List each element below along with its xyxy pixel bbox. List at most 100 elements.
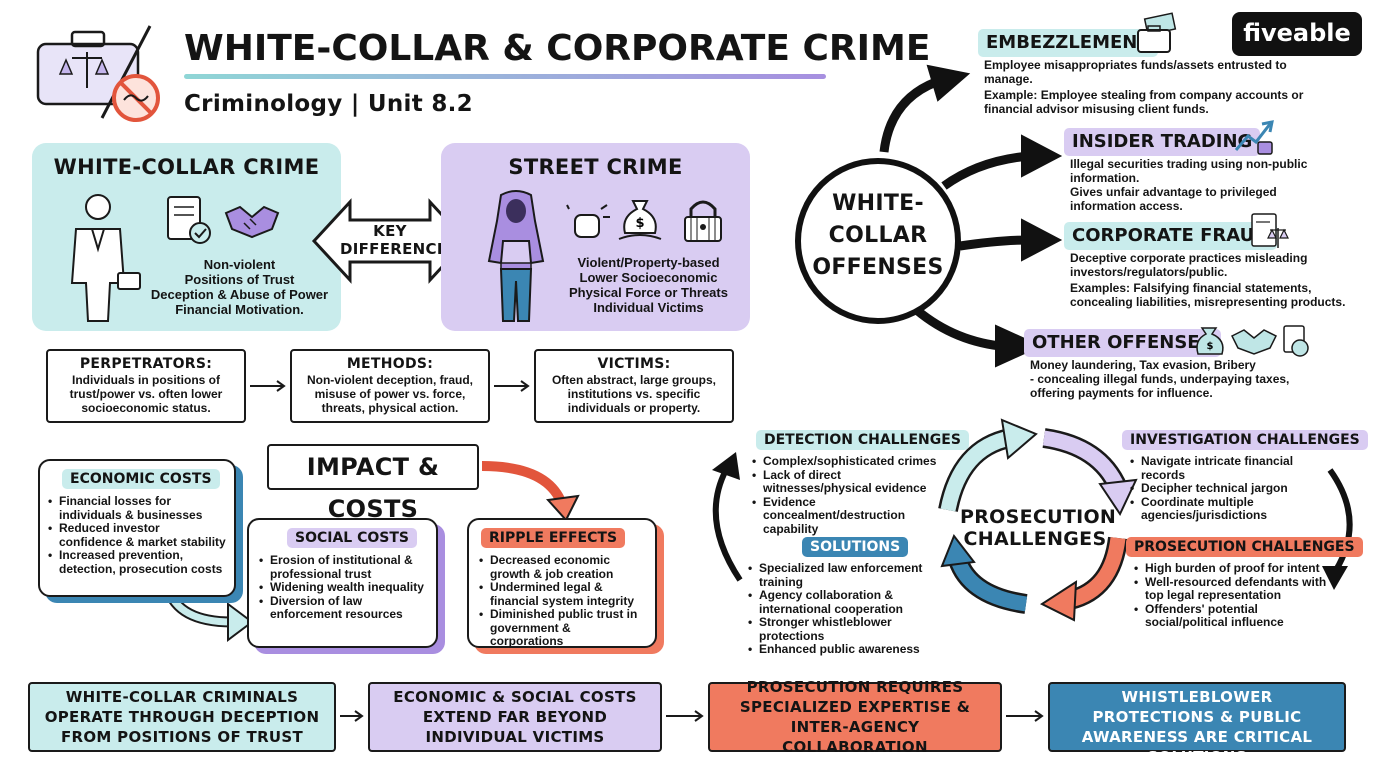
list-item: Stronger whistleblower protections [748,615,958,643]
social-costs-box: SOCIAL COSTS Erosion of institutional & … [247,518,438,648]
list-item: Diminished public trust in government & … [479,607,645,649]
document-check-icon [167,196,211,244]
title-underline [184,74,826,79]
key-differences-label: KEY DIFFERENCES [340,222,459,258]
padlock-icon [684,200,722,242]
economic-costs-title: ECONOMIC COSTS [62,469,220,489]
ripple-effects-box: RIPPLE EFFECTS Decreased economic growth… [467,518,657,648]
list-item: Complex/sophisticated crimes [752,454,952,469]
perpetrators-title: PERPETRATORS: [79,356,213,372]
social-costs-title: SOCIAL COSTS [287,528,417,548]
trending-chart-lock-icon [1234,120,1274,155]
trait: Individual Victims [593,300,704,315]
embezzlement-text: Example: Employee stealing from company … [984,88,1304,116]
money-bag-icon: $ [618,200,662,240]
trait: Non-violent [203,257,276,272]
victims-text: Often abstract, large groups, institutio… [551,373,717,415]
methods-text: Non-violent deception, fraud, misuse of … [306,373,473,415]
trait: Violent/Property-based [577,255,720,270]
list-item: High burden of proof for intent [1134,561,1334,576]
investigation-list: Navigate intricate financial records Dec… [1130,454,1340,523]
handshake-icon [224,205,280,239]
prosecution-challenges-list: High burden of proof for intent Well-res… [1134,561,1334,630]
other-offenses-text: - concealing illegal funds, underpaying … [1030,372,1290,400]
businessman-icon [70,194,141,322]
detection-title: DETECTION CHALLENGES [756,430,969,450]
list-item: Agency collaboration & international coo… [748,588,958,616]
corporate-fraud-text: Deceptive corporate practices misleading… [1070,251,1308,279]
list-item: Well-resourced defendants with top legal… [1134,575,1334,603]
victims-title: VICTIMS: [597,356,671,372]
solutions-list: Specialized law enforcement training Age… [748,561,958,657]
list-item: Increased prevention, detection, prosecu… [48,548,226,576]
methods-box: METHODS: Non-violent deception, fraud, m… [290,349,490,423]
trait: Positions of Trust [184,272,295,287]
page-subtitle: Criminology | Unit 8.2 [184,91,473,117]
white-collar-traits: Non-violent Positions of Trust Deception… [142,257,337,317]
detection-list: Complex/sophisticated crimes Lack of dir… [752,454,952,537]
trait: Lower Socioeconomic [579,270,718,285]
corporate-fraud-title: CORPORATE FRAUD [1064,222,1278,250]
white-collar-title: WHITE-COLLAR CRIME [53,155,320,179]
investigation-title: INVESTIGATION CHALLENGES [1122,430,1368,450]
perpetrators-text: Individuals in positions of trust/power … [69,373,223,415]
prosecution-challenges-title: PROSECUTION CHALLENGES [1126,537,1363,557]
economic-costs-box: ECONOMIC COSTS Financial losses for indi… [38,459,236,597]
trait: Financial Motivation. [175,302,304,317]
street-crime-title: STREET CRIME [508,155,683,179]
list-item: Undermined legal & financial system inte… [479,580,645,608]
summary-text: STRENGTHENING WHISTLEBLOWER PROTECTIONS … [1081,668,1313,766]
list-item: Decipher technical jargon [1130,481,1340,496]
list-item: Reduced investor confidence & market sta… [48,521,226,549]
trait: Deception & Abuse of Power [150,287,329,302]
other-offenses-text: Money laundering, Tax evasion, Bribery [1030,358,1256,372]
economic-costs-list: Financial losses for individuals & busin… [48,494,226,576]
embezzlement-title: EMBEZZLEMENT [978,29,1158,57]
fist-icon [566,204,610,238]
list-item: Offenders' potential social/political in… [1134,602,1334,630]
embezzlement-desc: Employee misappropriates funds/assets en… [984,58,1304,116]
summary-text: WHITE-COLLAR CRIMINALS OPERATE THROUGH D… [44,688,320,746]
insider-trading-desc: Illegal securities trading using non-pub… [1070,157,1320,213]
hooded-figure-icon [487,190,545,322]
fiveable-logo: fiveable [1232,12,1362,56]
social-costs-list: Erosion of institutional & professional … [259,553,426,622]
insider-trading-text: Illegal securities trading using non-pub… [1070,157,1308,185]
list-item: Widening wealth inequality [259,580,426,595]
svg-text:$: $ [635,216,644,231]
summary-text: PROSECUTION REQUIRES SPECIALIZED EXPERTI… [739,678,971,756]
summary-box-3: PROSECUTION REQUIRES SPECIALIZED EXPERTI… [708,678,1002,756]
insider-trading-title: INSIDER TRADING [1064,128,1261,156]
list-item: Diversion of law enforcement resources [259,594,426,622]
other-offenses-title: OTHER OFFENSES [1024,329,1221,357]
svg-text:$: $ [1207,341,1214,352]
solutions-title: SOLUTIONS [802,537,909,557]
street-crime-panel: STREET CRIME $ Violent/Property-based Lo… [441,143,750,331]
list-item: Coordinate multiple agencies/jurisdictio… [1130,495,1340,523]
document-scales-icon [1251,213,1289,248]
perpetrators-box: PERPETRATORS: Individuals in positions o… [46,349,246,423]
impact-title-box: IMPACT & COSTS [267,444,479,523]
list-item: Evidence concealment/destruction capabil… [752,495,952,537]
ripple-effects-title: RIPPLE EFFECTS [481,528,626,548]
methods-title: METHODS: [346,356,434,372]
corporate-fraud-desc: Deceptive corporate practices misleading… [1070,251,1350,309]
page-title: WHITE-COLLAR & CORPORATE CRIME [184,28,931,69]
money-briefcase-icon [1137,12,1177,53]
trait: Physical Force or Threats [569,285,728,300]
street-crime-traits: Violent/Property-based Lower Socioeconom… [551,255,746,315]
offenses-hub [795,158,961,324]
embezzlement-text: Employee misappropriates funds/assets en… [984,58,1287,86]
summary-box-2: ECONOMIC & SOCIAL COSTS EXTEND FAR BEYON… [368,682,662,752]
money-handshake-icons: $ [1196,325,1309,357]
fiveable-logo-text: fiveable [1243,19,1351,47]
victims-box: VICTIMS: Often abstract, large groups, i… [534,349,734,423]
summary-box-1: WHITE-COLLAR CRIMINALS OPERATE THROUGH D… [28,682,336,752]
corporate-fraud-text: Examples: Falsifying financial statement… [1070,281,1346,309]
other-offenses-desc: Money laundering, Tax evasion, Bribery -… [1030,358,1320,400]
ripple-effects-list: Decreased economic growth & job creation… [479,553,645,649]
white-collar-panel: WHITE-COLLAR CRIME Non-violent Positions… [32,143,341,331]
summary-text: ECONOMIC & SOCIAL COSTS EXTEND FAR BEYON… [393,688,637,746]
